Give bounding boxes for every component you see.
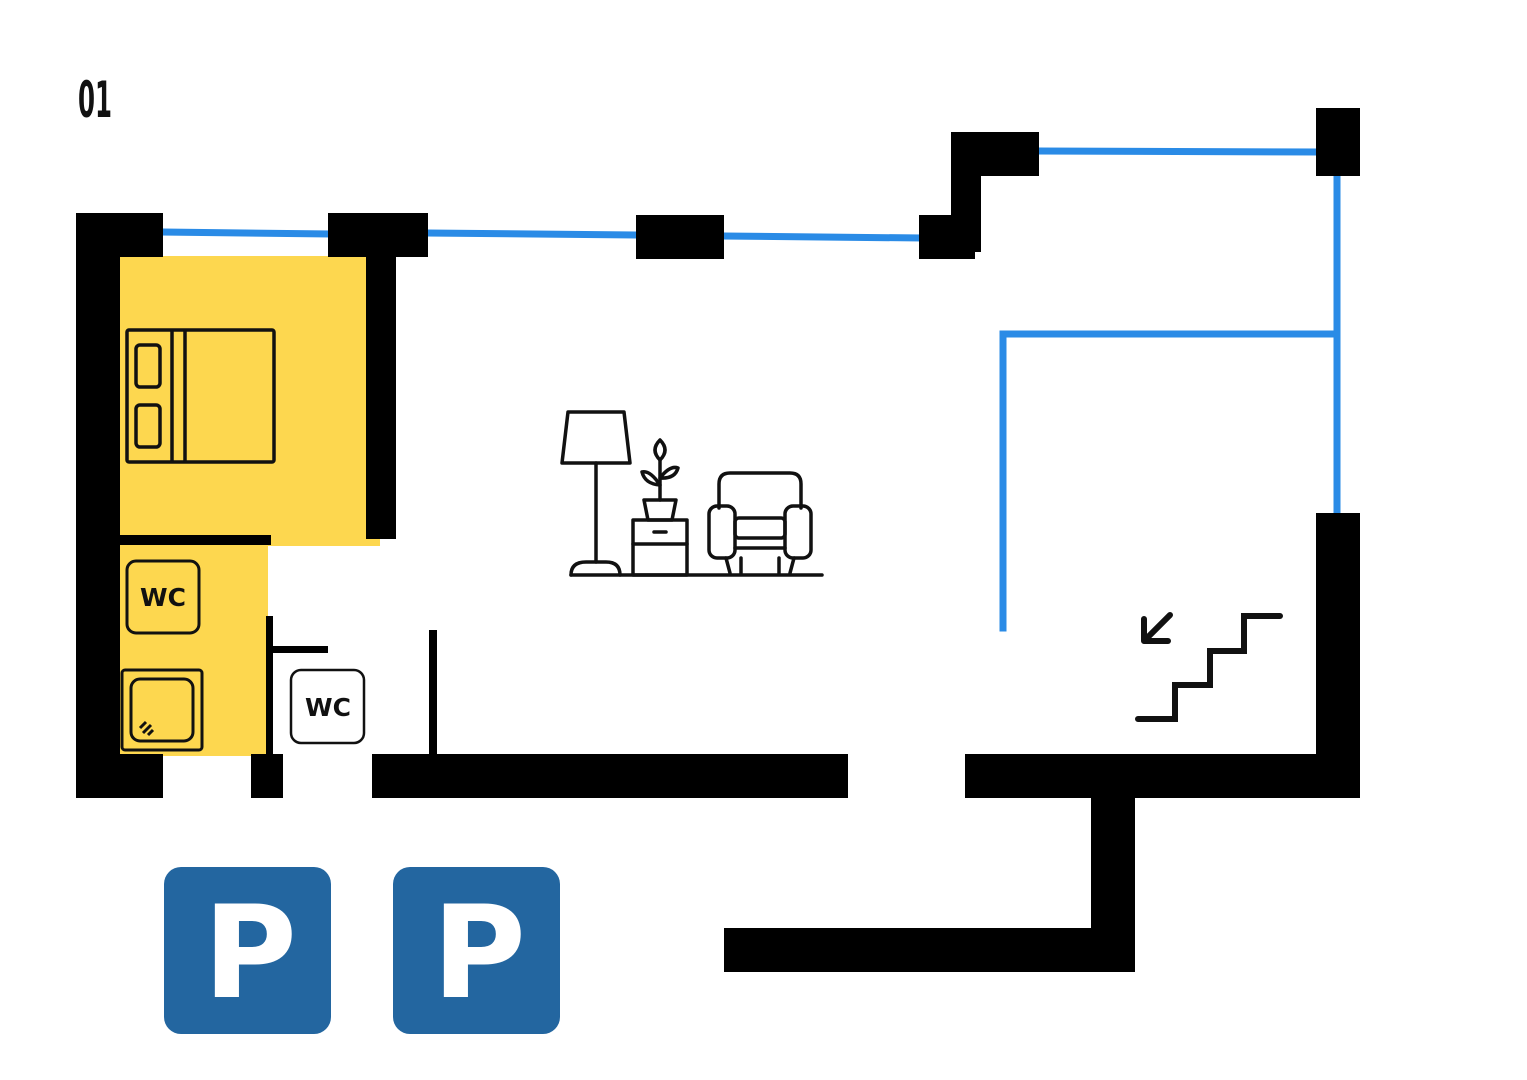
floor-lamp-icon (560, 410, 632, 577)
wall-wc-right (429, 630, 437, 758)
stairs-icon (1135, 613, 1283, 722)
wall-bath-right (266, 616, 273, 758)
windows (159, 147, 1341, 632)
wall-bottom-4 (965, 754, 1360, 798)
window-living-left (424, 229, 640, 239)
parking-label-1: P (203, 879, 297, 1028)
window-upper (1034, 147, 1321, 156)
wall-right (1316, 513, 1360, 798)
wc-icon-secondary: WC (289, 668, 366, 745)
floor-label: 01 (78, 71, 112, 129)
walls (76, 108, 1360, 972)
wall-step-bottom (919, 215, 975, 259)
shower-icon (120, 668, 204, 752)
partition-glass (999, 330, 1341, 632)
plant-icon (640, 438, 680, 522)
wc-icon: WC (125, 559, 201, 635)
wall-bath-divider (118, 535, 271, 545)
window-bedroom (159, 228, 332, 238)
wall-exterior-bottom (724, 928, 1135, 972)
wall-top-left-pier (76, 213, 163, 257)
wall-pier-center (636, 215, 724, 259)
parking-sign-1: P (164, 867, 331, 1034)
parking-sign-2: P (393, 867, 560, 1034)
wall-bedroom-divider (366, 213, 396, 539)
highlighted-rooms (118, 256, 380, 756)
parking-icon (393, 867, 560, 1034)
wall-corner-top-right (1316, 108, 1360, 176)
living-room-furniture (560, 410, 824, 577)
wall-bottom-1 (76, 754, 163, 798)
parking-label-2: P (432, 879, 526, 1028)
bedroom-area (118, 256, 380, 546)
armchair-icon (707, 471, 813, 575)
wall-wc-shelf (266, 646, 328, 653)
nightstand-icon (631, 518, 689, 577)
bed-icon (125, 328, 276, 464)
arrow-down-left-icon (1141, 612, 1173, 644)
wall-bottom-3 (372, 754, 848, 798)
wall-left (76, 213, 120, 798)
wc-label-bathroom: WC (140, 583, 186, 612)
wall-bottom-2 (251, 754, 283, 798)
parking-icon (164, 867, 331, 1034)
wc-label-secondary: WC (305, 693, 351, 722)
window-living-right (720, 232, 924, 242)
